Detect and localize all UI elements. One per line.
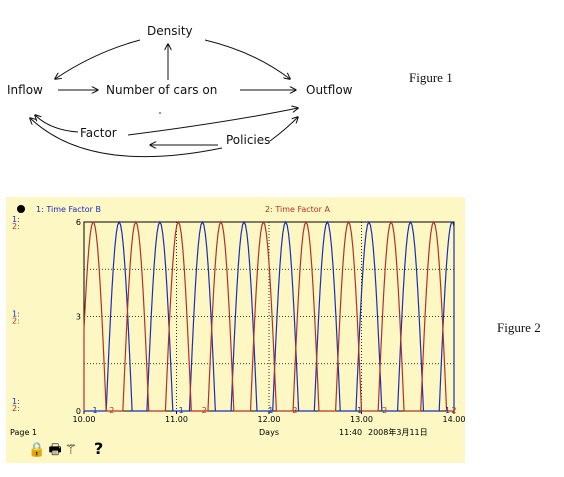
x-tick-label: 13.00 (350, 415, 373, 424)
node-cars: Number of cars on (106, 83, 217, 97)
figure-1-label: Figure 1 (409, 70, 453, 85)
series-1-marker: 1 (268, 406, 273, 415)
series-1-marker: 1 (93, 406, 98, 415)
series-2-marker: 2 (202, 406, 207, 415)
series-1-marker: 1 (179, 406, 184, 415)
help-button[interactable]: ? (94, 439, 104, 458)
x-tick-label: 14.00 (443, 415, 465, 424)
wand-icon[interactable]: ⚚ (64, 442, 78, 458)
axis-series-tag: 1: (12, 310, 20, 319)
series-2-marker: 2 (292, 406, 297, 415)
series-1-marker: 1 (445, 406, 450, 415)
axis-series-tag: 1: (12, 397, 20, 406)
lock-icon[interactable]: 🔒 (28, 442, 46, 458)
series-1-marker: 1 (357, 406, 362, 415)
stray-dot (159, 112, 161, 114)
edge-factor-inflow (35, 115, 79, 133)
print-icon[interactable]: 🖶 (48, 442, 62, 458)
panel-toolbar: 🔒🖶⚚ (28, 439, 80, 463)
x-tick-label: 11.00 (165, 415, 188, 424)
edge-policies-inflow (30, 118, 223, 158)
node-inflow: Inflow (7, 83, 43, 97)
series-line-1 (84, 220, 455, 412)
node-factor: Factor (80, 126, 117, 140)
edge-factor-outflow (127, 108, 298, 136)
date-label: 2008年3月11日 (368, 427, 428, 437)
legend-entry: 1: Time Factor B (36, 205, 101, 214)
causal-loop-diagram: Density Inflow Number of cars on Outflow… (7, 24, 353, 158)
series-2-marker: 2 (109, 406, 114, 415)
y-tick-label: 6 (76, 218, 81, 227)
axis-series-tag: 2: (12, 317, 20, 326)
time-label: 11:40 (339, 428, 362, 437)
axis-series-tag: 1: (12, 215, 20, 224)
page-label: Page 1 (10, 428, 37, 437)
y-tick-label: 0 (76, 407, 81, 416)
y-tick-label: 3 (76, 313, 81, 322)
axis-series-tag: 2: (12, 222, 20, 231)
edge-policies-outflow (269, 117, 298, 142)
node-outflow: Outflow (306, 83, 353, 97)
node-policies: Policies (226, 133, 270, 147)
node-density: Density (147, 24, 193, 38)
x-tick-label: 12.00 (258, 415, 281, 424)
series-2-marker: 2 (451, 406, 456, 415)
edge-density-inflow (55, 39, 141, 79)
legend-entry: 2: Time Factor A (265, 205, 330, 214)
edge-density-outflow (204, 39, 290, 79)
series-line-2 (83, 220, 454, 412)
legend-dot (17, 205, 25, 213)
axis-series-tag: 2: (12, 404, 20, 413)
x-tick-label: 10.00 (73, 415, 96, 424)
series-2-marker: 2 (382, 406, 387, 415)
figure-2-label: Figure 2 (497, 320, 541, 335)
x-axis-label: Days (259, 428, 279, 437)
